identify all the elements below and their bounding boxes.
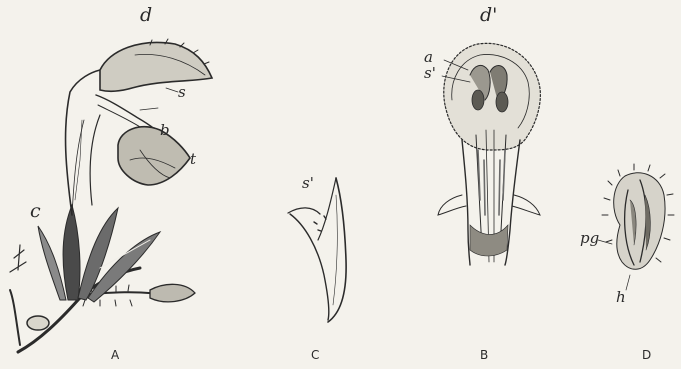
- label-d: d: [140, 6, 152, 25]
- caption-c: C: [311, 349, 320, 361]
- label-c: c: [30, 202, 41, 221]
- caption-a: A: [111, 349, 120, 361]
- figure-b-section: [438, 43, 540, 265]
- label-b: b: [160, 123, 170, 138]
- label-d-prime: d': [480, 6, 497, 25]
- label-s: s: [178, 85, 186, 100]
- figure-c-segment: [288, 178, 346, 322]
- caption-d: D: [642, 349, 652, 361]
- label-pg: pg: [580, 231, 599, 246]
- label-t: t: [190, 152, 196, 167]
- figure-d-pod: [598, 164, 674, 290]
- caption-b: B: [480, 349, 489, 361]
- label-a: a: [424, 50, 433, 65]
- label-h: h: [616, 290, 626, 305]
- label-s-prime-b: s': [424, 66, 436, 81]
- label-s-prime-c: s': [302, 176, 314, 191]
